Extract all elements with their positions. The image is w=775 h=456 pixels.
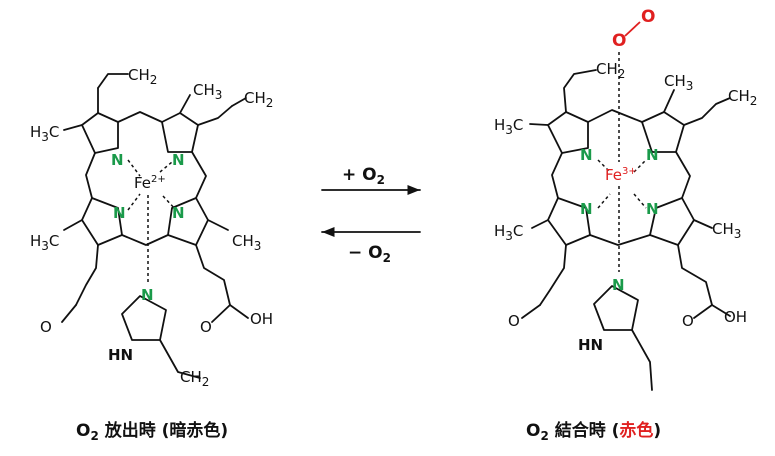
coord-bond bbox=[127, 193, 141, 211]
methyl-label: H3C bbox=[494, 116, 523, 137]
ethyl-label: CH2 bbox=[180, 368, 209, 389]
reverse-arrow-label: − O2 bbox=[348, 243, 391, 265]
pyrrole-top-right bbox=[161, 94, 247, 153]
nitrogen-label: N bbox=[172, 151, 185, 169]
o2-oxygen-2: O bbox=[641, 7, 655, 27]
methyl-label: H3C bbox=[30, 123, 59, 144]
histidine-left bbox=[121, 295, 201, 379]
meso-top bbox=[587, 109, 643, 123]
oxygen-label: O bbox=[200, 318, 212, 336]
heme-right-oxy: O O bbox=[494, 7, 757, 391]
nitrogen-label: N bbox=[113, 204, 126, 222]
pyrrole-bottom-left bbox=[521, 197, 591, 319]
meso-right bbox=[191, 151, 207, 199]
caption-right: O2 結合時 (赤色) bbox=[526, 420, 661, 443]
equilibrium-arrows: + O2 − O2 bbox=[321, 165, 421, 265]
forward-arrow-label: + O2 bbox=[342, 165, 385, 187]
oxygen-label: O bbox=[508, 312, 520, 330]
nitrogen-label: N bbox=[646, 146, 659, 164]
vinyl-label: CH2 bbox=[728, 87, 757, 108]
meso-left bbox=[85, 152, 96, 199]
caption-left: O2 放出時 (暗赤色) bbox=[76, 420, 228, 443]
methyl-label: CH3 bbox=[193, 81, 222, 102]
vinyl-label: CH2 bbox=[128, 66, 157, 87]
methyl-label: CH3 bbox=[712, 220, 741, 241]
coord-bond bbox=[597, 159, 611, 173]
meso-top bbox=[117, 111, 163, 123]
nitrogen-label: N bbox=[141, 286, 154, 304]
nitrogen-label: N bbox=[111, 151, 124, 169]
pyrrole-top-left bbox=[63, 73, 129, 154]
pyrrole-bottom-left bbox=[61, 197, 123, 323]
nitrogen-label: N bbox=[612, 276, 625, 294]
methyl-label: CH3 bbox=[664, 72, 693, 93]
methyl-label: CH3 bbox=[232, 232, 261, 253]
pyrrole-bottom-right bbox=[649, 197, 731, 319]
heme-left-deoxy: Fe2+ N N N N N HN CH2 CH3 CH2 H3C H3C CH… bbox=[30, 66, 273, 389]
histidine-right bbox=[593, 285, 653, 391]
coord-bond bbox=[597, 193, 611, 209]
methyl-label: H3C bbox=[30, 232, 59, 253]
imidazole-nh-label: HN bbox=[108, 346, 133, 364]
meso-bottom bbox=[121, 234, 169, 246]
pyrrole-top-left bbox=[529, 69, 597, 154]
acid-label: OH bbox=[250, 310, 273, 328]
o2-oxygen-1: O bbox=[612, 31, 626, 51]
meso-bottom bbox=[589, 234, 651, 246]
vinyl-label: CH2 bbox=[244, 89, 273, 110]
methyl-label: H3C bbox=[494, 222, 523, 243]
coord-bond bbox=[159, 161, 173, 173]
nitrogen-label: N bbox=[580, 200, 593, 218]
coord-bond bbox=[633, 159, 647, 173]
metal-label: Fe2+ bbox=[134, 174, 166, 192]
o2-bond bbox=[624, 21, 641, 37]
meso-left bbox=[551, 152, 563, 199]
imidazole-nh-label: HN bbox=[578, 336, 603, 354]
oxygen-label: O bbox=[40, 318, 52, 336]
meso-right bbox=[675, 151, 691, 199]
nitrogen-label: N bbox=[580, 146, 593, 164]
oxygen-label: O bbox=[682, 312, 694, 330]
pyrrole-bottom-right bbox=[167, 197, 249, 323]
nitrogen-label: N bbox=[646, 200, 659, 218]
vinyl-label: CH2 bbox=[596, 60, 625, 81]
nitrogen-label: N bbox=[172, 204, 185, 222]
acid-label: OH bbox=[724, 308, 747, 326]
pyrrole-top-right bbox=[641, 89, 731, 153]
coord-bond bbox=[633, 193, 647, 209]
metal-label: Fe3+ bbox=[605, 166, 637, 184]
